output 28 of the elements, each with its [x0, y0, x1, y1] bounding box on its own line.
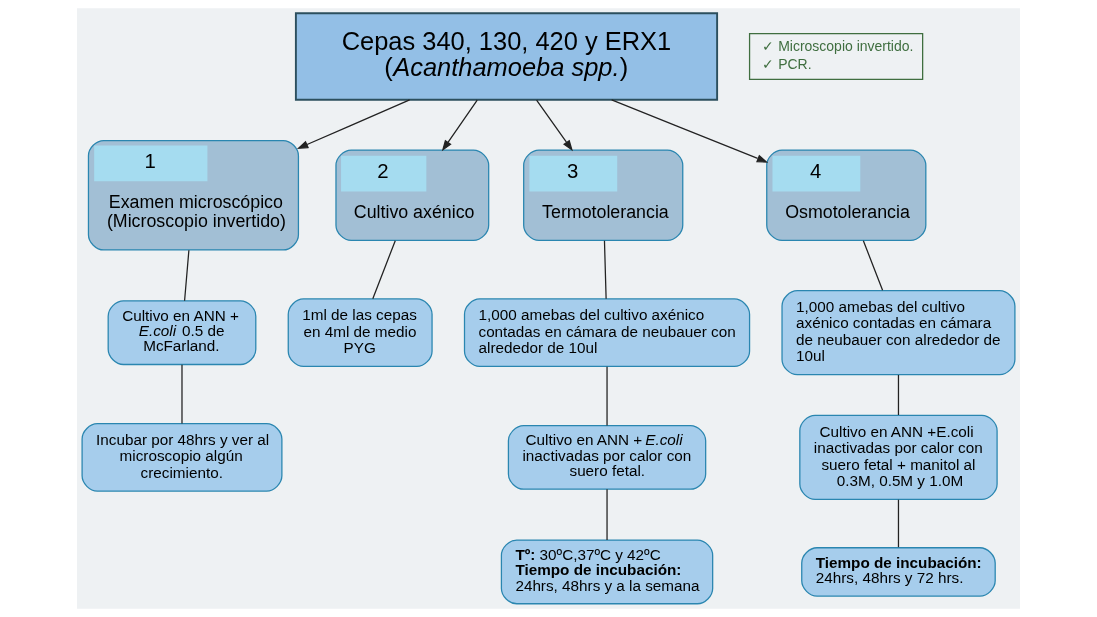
node-box: 1,000 amebas del cultivo axénico contadas en cámara de neubauer con alrededor de 10ul: [463, 298, 751, 368]
arrow: [535, 99, 573, 152]
node-box: Cultivo en ANN +E.coli inactivadas por calor con suero fetal + manitol al 0.3M, 0.5M y 1.0M: [799, 414, 998, 501]
node-box: Tº: 30ºC,37ºC y 42ºC Tiempo de incubación: 24hrs, 48hrs y a la semana: [500, 539, 714, 605]
node-box: Incubar por 48hrs y ver al microscopio algún crecimiento.: [81, 423, 283, 492]
connector: [183, 249, 190, 302]
arrow: [611, 99, 769, 163]
node-box: 2 Cultivo axénico: [335, 149, 490, 242]
connector: [606, 488, 608, 541]
node-box: 1ml de las cepas en 4ml de medio PYG: [287, 298, 433, 368]
node-box: 1,000 amebas del cultivo axénico contadas en cámara de neubauer con alrededor de 10ul: [781, 290, 1016, 376]
node-box: Cultivo en ANN + E.coli 0.5 de McFarland.: [107, 300, 257, 366]
node-box: ✓ Microscopio invertido. ✓ PCR.: [748, 33, 924, 81]
connector: [897, 374, 900, 416]
arrow: [441, 99, 478, 152]
connector: [181, 364, 183, 425]
node-box: Cultivo en ANN + E.coli inactivadas por calor con suero fetal.: [507, 424, 707, 490]
connector: [372, 240, 396, 300]
node-box: 3 Termotolerancia: [523, 149, 684, 242]
arrow: [296, 99, 411, 149]
node-box: 1 Examen microscópico (Microscopio invertido): [87, 139, 300, 251]
connector: [606, 366, 608, 427]
connector: [897, 499, 900, 548]
node-box: 4 Osmotolerancia: [766, 149, 927, 242]
node-box: Cepas 340, 130, 420 y ERX1 (Acanthamoeba spp.): [294, 12, 719, 101]
node-box: Tiempo de incubación: 24hrs, 48hrs y 72 hrs.: [801, 547, 996, 597]
connector: [603, 240, 607, 300]
connector: [862, 240, 884, 291]
